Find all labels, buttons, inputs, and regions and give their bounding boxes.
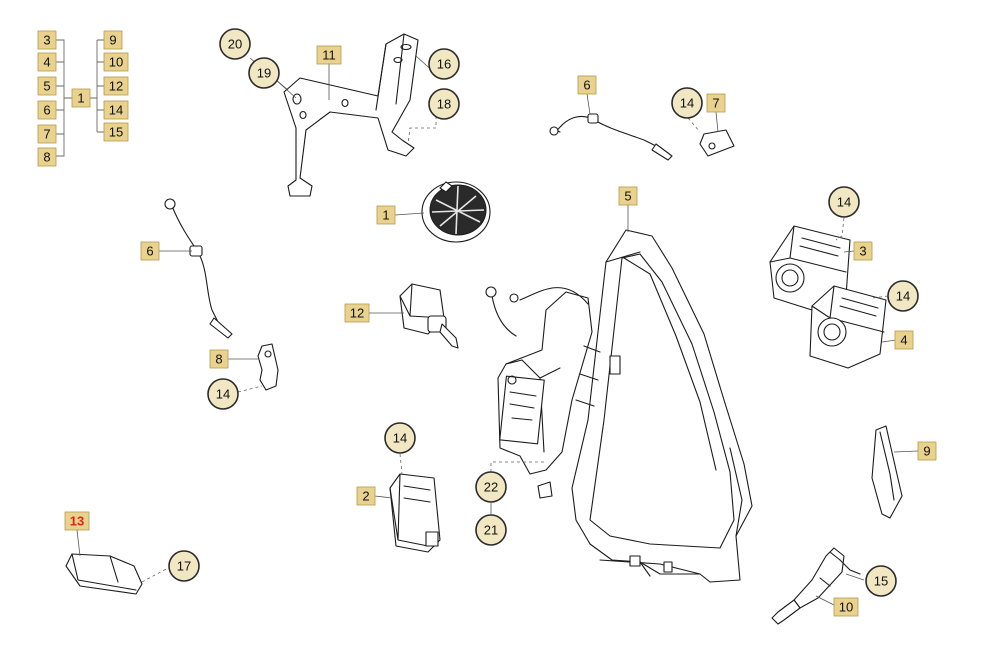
sensor-cable-left[interactable] bbox=[164, 198, 233, 339]
washer-nozzle[interactable] bbox=[771, 547, 861, 625]
callout-label: 21 bbox=[484, 523, 498, 538]
callout-bulb-12[interactable]: 12 bbox=[344, 303, 370, 323]
callout-clip-left-8[interactable]: 8 bbox=[209, 349, 229, 369]
callout-module-3[interactable]: 3 bbox=[853, 241, 873, 261]
mounting-clip-left[interactable] bbox=[257, 343, 279, 391]
headlamp-assembly[interactable] bbox=[485, 229, 753, 583]
callout-clip-top-7[interactable]: 7 bbox=[706, 93, 726, 113]
callout-bracket-20[interactable]: 20 bbox=[219, 28, 251, 60]
callout-label: 14 bbox=[680, 96, 694, 111]
cover-cap[interactable] bbox=[421, 181, 491, 243]
callout-lamp-17[interactable]: 17 bbox=[168, 550, 200, 582]
callout-label: 9 bbox=[109, 33, 116, 48]
callout-nozzle-10[interactable]: 10 bbox=[833, 597, 859, 617]
callout-label: 6 bbox=[146, 244, 153, 259]
callout-ecu-2[interactable]: 2 bbox=[356, 486, 376, 506]
callout-label: 10 bbox=[109, 55, 123, 70]
callout-label: 14 bbox=[896, 289, 910, 304]
callout-label: 8 bbox=[43, 150, 50, 165]
callout-label: 14 bbox=[837, 195, 851, 210]
callout-label: 15 bbox=[109, 125, 123, 140]
callout-label: 4 bbox=[43, 55, 50, 70]
mounting-bracket[interactable] bbox=[283, 33, 419, 197]
callout-tree-5[interactable]: 5 bbox=[37, 76, 57, 96]
lens-cover[interactable] bbox=[871, 425, 903, 519]
callout-label: 14 bbox=[393, 431, 407, 446]
control-module-4[interactable] bbox=[809, 285, 887, 369]
callout-cable-top-6[interactable]: 6 bbox=[577, 75, 597, 95]
callout-clip-left-14[interactable]: 14 bbox=[207, 378, 239, 410]
callout-label: 9 bbox=[923, 444, 930, 459]
callout-label: 4 bbox=[900, 333, 907, 348]
callout-label: 10 bbox=[839, 600, 853, 615]
callout-label: 20 bbox=[228, 37, 242, 52]
callout-tree-8[interactable]: 8 bbox=[37, 147, 57, 167]
callout-tree-15[interactable]: 15 bbox=[103, 122, 129, 142]
callout-tree-14[interactable]: 14 bbox=[103, 100, 129, 120]
sensor-cable-top[interactable] bbox=[549, 113, 673, 161]
callout-module-4[interactable]: 4 bbox=[894, 330, 914, 350]
callout-label: 6 bbox=[583, 78, 590, 93]
callout-label: 17 bbox=[177, 559, 191, 574]
callout-ecu-14[interactable]: 14 bbox=[384, 422, 416, 454]
callout-lamp-13[interactable]: 13 bbox=[64, 511, 90, 531]
callout-label: 6 bbox=[43, 103, 50, 118]
callout-label: 7 bbox=[712, 96, 719, 111]
callout-bracket-19[interactable]: 19 bbox=[248, 57, 280, 89]
callout-bracket-16[interactable]: 16 bbox=[428, 48, 460, 80]
callout-label: 12 bbox=[109, 79, 123, 94]
callout-label: 12 bbox=[350, 306, 364, 321]
callout-cap-5[interactable]: 1 bbox=[376, 205, 396, 225]
callout-tree-4[interactable]: 4 bbox=[37, 52, 57, 72]
callout-bracket-11[interactable]: 11 bbox=[316, 45, 342, 65]
callout-module3-14[interactable]: 14 bbox=[828, 186, 860, 218]
callout-label: 11 bbox=[322, 48, 336, 63]
callout-tree-6[interactable]: 6 bbox=[37, 100, 57, 120]
callout-bracket-18[interactable]: 18 bbox=[428, 88, 460, 120]
callout-label: 16 bbox=[437, 57, 451, 72]
callout-headlamp-1[interactable]: 5 bbox=[618, 186, 638, 206]
callout-label: 19 bbox=[257, 66, 271, 81]
callout-tree-10[interactable]: 10 bbox=[103, 52, 129, 72]
callout-label: 1 bbox=[382, 208, 389, 223]
callout-tree-7[interactable]: 7 bbox=[37, 124, 57, 144]
callout-label: 3 bbox=[43, 33, 50, 48]
callout-cable-left-6[interactable]: 6 bbox=[140, 241, 160, 261]
callout-nozzle-15[interactable]: 15 bbox=[865, 565, 897, 597]
callout-label: 13 bbox=[70, 514, 84, 529]
callout-screw-22[interactable]: 22 bbox=[475, 471, 507, 503]
callout-label: 14 bbox=[216, 387, 230, 402]
assembly-tree: 3 4 5 6 7 8 1 9 10 12 14 15 bbox=[37, 30, 129, 167]
callout-label: 1 bbox=[77, 91, 84, 106]
mounting-clip-top[interactable] bbox=[699, 129, 735, 157]
callout-label: 5 bbox=[43, 79, 50, 94]
callout-tree-12[interactable]: 12 bbox=[103, 76, 129, 96]
callout-label: 8 bbox=[215, 352, 222, 367]
callout-tree-3[interactable]: 3 bbox=[37, 30, 57, 50]
callout-module4-14[interactable]: 14 bbox=[887, 280, 919, 312]
callout-screw-21[interactable]: 21 bbox=[475, 514, 507, 546]
callout-label: 3 bbox=[859, 244, 866, 259]
side-lamp[interactable] bbox=[65, 553, 143, 595]
callout-label: 15 bbox=[874, 574, 888, 589]
callout-clip-top-14[interactable]: 14 bbox=[671, 87, 703, 119]
callout-label: 5 bbox=[624, 189, 631, 204]
callout-label: 22 bbox=[484, 480, 498, 495]
ballast-control-unit[interactable] bbox=[389, 473, 441, 553]
callout-label: 14 bbox=[109, 103, 123, 118]
xenon-bulb[interactable] bbox=[399, 283, 459, 349]
callout-label: 18 bbox=[437, 97, 451, 112]
callout-label: 7 bbox=[43, 127, 50, 142]
callout-tree-1[interactable]: 1 bbox=[71, 88, 91, 108]
callout-tree-9[interactable]: 9 bbox=[103, 30, 123, 50]
callout-label: 2 bbox=[362, 489, 369, 504]
callout-cover-9[interactable]: 9 bbox=[917, 441, 937, 461]
